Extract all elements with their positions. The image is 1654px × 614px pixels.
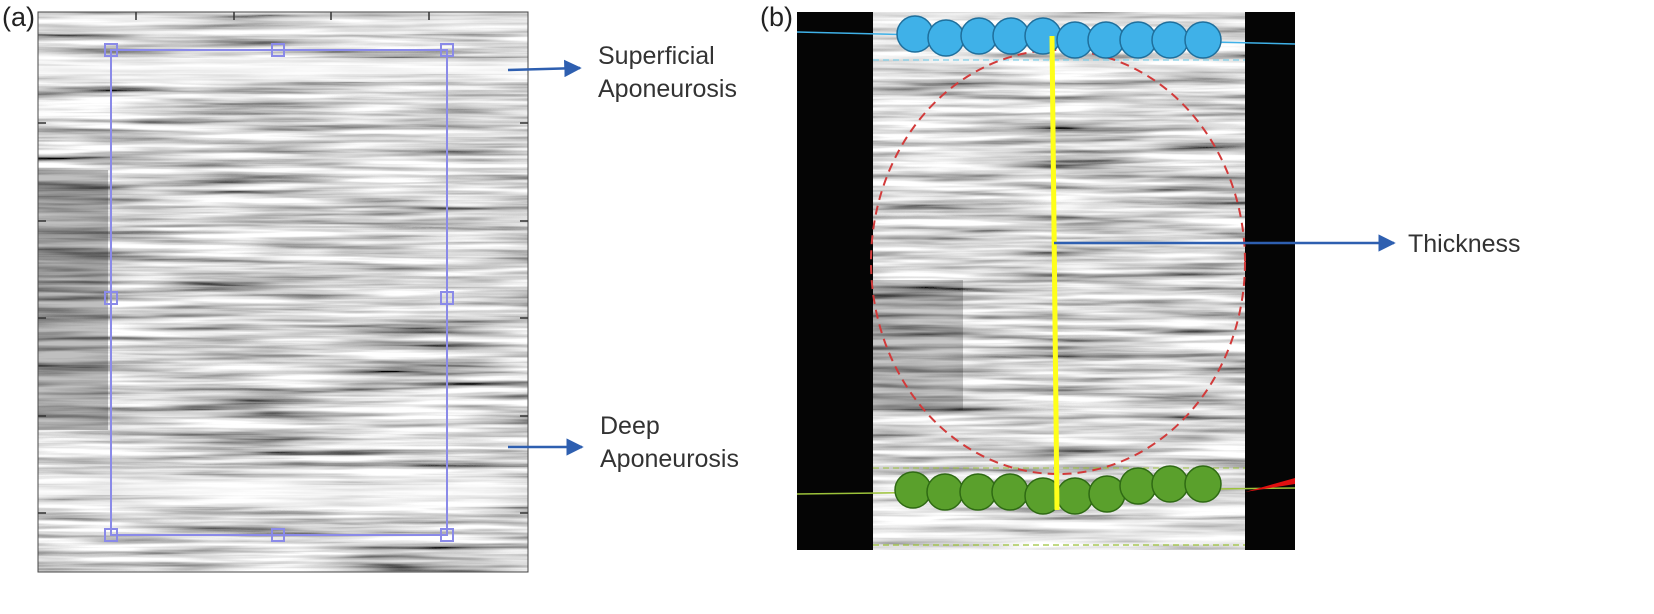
roi-handle [440, 43, 454, 57]
deep-marker [1151, 465, 1189, 503]
deep-marker [1184, 465, 1222, 503]
roi-handle [104, 43, 118, 57]
superficial-marker [1151, 21, 1189, 59]
deep-marker [959, 473, 997, 511]
superficial-marker [1024, 17, 1062, 55]
deep-markers [894, 465, 1222, 515]
roi-selection-box [104, 43, 454, 542]
superficial-marker [1087, 21, 1125, 59]
superficial-marker [1119, 21, 1157, 59]
deep-marker [1119, 467, 1157, 505]
superficial-marker [992, 17, 1030, 55]
right-black-bar [1245, 12, 1295, 550]
deep-marker [894, 471, 932, 509]
superficial-marker [1184, 21, 1222, 59]
roi-handle [104, 528, 118, 542]
region-ellipse [870, 49, 1246, 475]
panel-b-image [797, 12, 1295, 550]
superficial-markers [896, 15, 1222, 59]
superficial-arrow [507, 59, 582, 78]
red-marker [1245, 478, 1295, 492]
superficial-aponeurosis-label: Superficial Aponeurosis [598, 42, 737, 103]
roi-handle [271, 528, 285, 542]
roi-handle [271, 43, 285, 57]
deep-marker [926, 473, 964, 511]
thickness-line [1049, 35, 1060, 511]
superficial-marker [896, 15, 934, 53]
roi-handle [440, 528, 454, 542]
deep-marker [1056, 477, 1094, 515]
superficial-marker [927, 19, 965, 57]
deep-aponeurosis-label: Deep Aponeurosis [600, 412, 739, 473]
left-black-bar [797, 12, 873, 550]
deep-marker [991, 473, 1029, 511]
panel-b-label: (b) [760, 2, 793, 32]
superficial-marker [960, 17, 998, 55]
thickness-label: Thickness [1408, 230, 1521, 258]
panel-a-label: (a) [2, 2, 35, 32]
deep-marker [1088, 475, 1126, 513]
roi-handle [104, 291, 118, 305]
roi-handle [440, 291, 454, 305]
